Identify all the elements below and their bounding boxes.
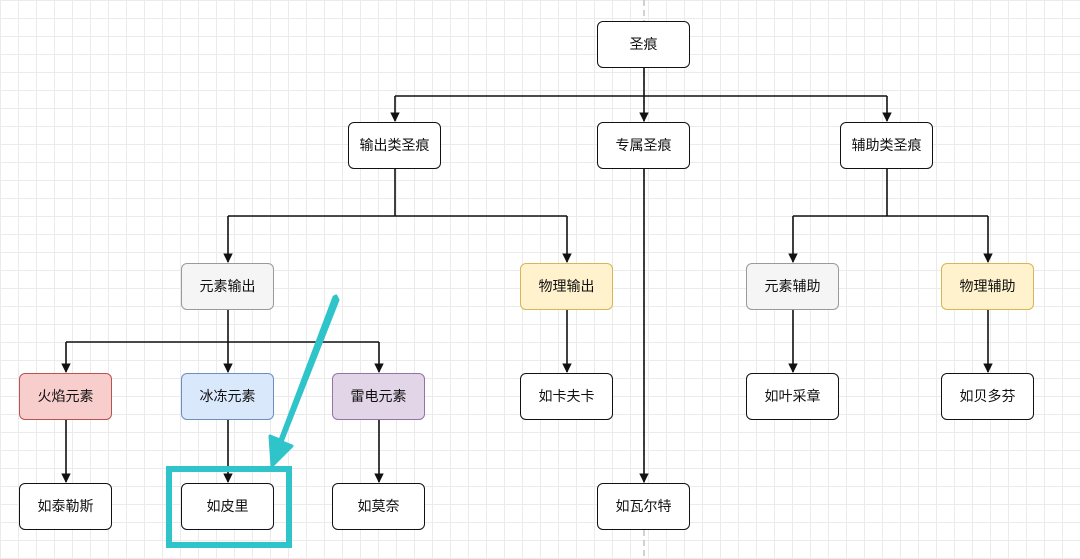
node-ice-element[interactable]: 冰冻元素 xyxy=(181,373,274,420)
edge-root-bus xyxy=(395,68,887,97)
node-pierre[interactable]: 如皮里 xyxy=(181,483,274,530)
node-thunder-element-label: 雷电元素 xyxy=(350,388,407,405)
node-element-output[interactable]: 元素输出 xyxy=(181,263,274,310)
node-root-label: 圣痕 xyxy=(629,36,658,53)
node-physical-support-label: 物理辅助 xyxy=(959,278,1016,295)
node-fire-element[interactable]: 火焰元素 xyxy=(19,373,112,420)
node-beethoven[interactable]: 如贝多芬 xyxy=(941,373,1034,420)
node-kafka-label: 如卡夫卡 xyxy=(538,388,595,405)
node-element-support[interactable]: 元素辅助 xyxy=(746,263,839,310)
edge-elem-bus xyxy=(66,310,379,343)
node-exclusive-label: 专属圣痕 xyxy=(615,137,672,154)
node-monet-label: 如莫奈 xyxy=(357,498,400,515)
node-support-label: 辅助类圣痕 xyxy=(851,137,922,154)
node-pierre-label: 如皮里 xyxy=(206,498,249,515)
node-walter[interactable]: 如瓦尔特 xyxy=(597,483,690,530)
node-thales-label: 如泰勒斯 xyxy=(37,498,94,515)
edge-output-bus xyxy=(228,169,567,217)
highlight-arrow-icon xyxy=(268,294,340,468)
node-thales[interactable]: 如泰勒斯 xyxy=(19,483,112,530)
node-physical-output[interactable]: 物理输出 xyxy=(520,263,613,310)
node-fire-element-label: 火焰元素 xyxy=(37,388,94,405)
node-support[interactable]: 辅助类圣痕 xyxy=(840,122,933,169)
node-output-label: 输出类圣痕 xyxy=(359,137,430,154)
node-element-output-label: 元素输出 xyxy=(199,278,256,295)
node-physical-support[interactable]: 物理辅助 xyxy=(941,263,1034,310)
node-walter-label: 如瓦尔特 xyxy=(615,498,672,515)
node-ice-element-label: 冰冻元素 xyxy=(199,388,256,405)
highlight-box xyxy=(166,466,292,548)
node-root[interactable]: 圣痕 xyxy=(597,21,690,68)
node-kafka[interactable]: 如卡夫卡 xyxy=(520,373,613,420)
node-output[interactable]: 输出类圣痕 xyxy=(348,122,441,169)
node-beethoven-label: 如贝多芬 xyxy=(959,388,1016,405)
node-yeats-label: 如叶采章 xyxy=(764,388,821,405)
node-yeats[interactable]: 如叶采章 xyxy=(746,373,839,420)
node-thunder-element[interactable]: 雷电元素 xyxy=(332,373,425,420)
node-element-support-label: 元素辅助 xyxy=(764,278,821,295)
node-monet[interactable]: 如莫奈 xyxy=(332,483,425,530)
edge-support-bus xyxy=(793,169,988,217)
node-physical-output-label: 物理输出 xyxy=(538,278,595,295)
node-exclusive[interactable]: 专属圣痕 xyxy=(597,122,690,169)
